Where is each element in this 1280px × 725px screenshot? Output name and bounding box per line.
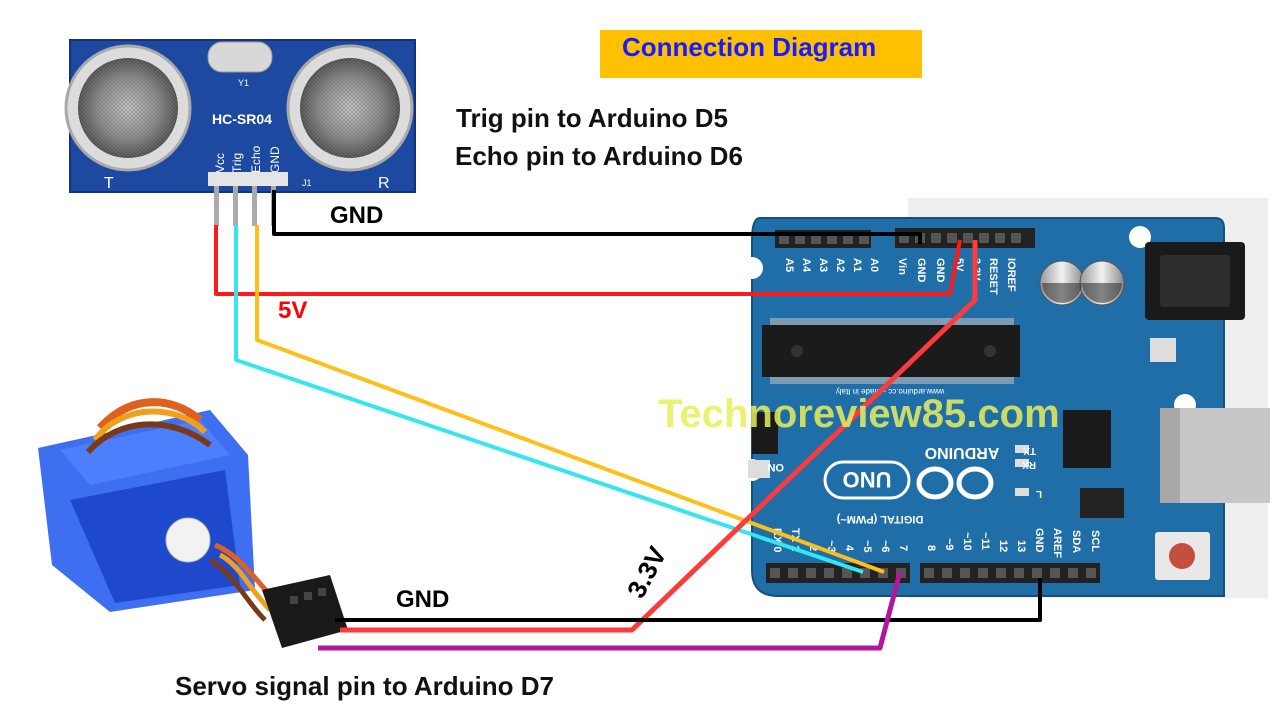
sensor-pin-label-gnd: GND [268, 146, 282, 173]
infinity-right-icon [956, 466, 994, 500]
arduino-brand-label: ARDUINO [925, 444, 1000, 461]
pin-label-reset: RESET [987, 258, 999, 295]
sensor-pin-label-vcc: Vcc [213, 153, 227, 173]
note-trig: Trig pin to Arduino D5 [456, 103, 729, 133]
header-label: J1 [302, 178, 312, 188]
infinity-left-icon [916, 466, 954, 500]
pin-label-11: ~11 [979, 532, 991, 550]
digital-pwm-label: DIGITAL (PWM~) [836, 513, 923, 525]
pin-label-10: ~10 [961, 532, 973, 551]
pin-label-a0: A0 [868, 258, 880, 272]
hc-sr04-sensor: Y1 HC-SR04 Vcc Trig Echo GND J1 T R [64, 39, 416, 226]
crystal-icon [207, 41, 273, 73]
watermark: Technoreview85.com [658, 392, 1060, 436]
arduino-logo: UNO ARDUINO [823, 444, 1000, 500]
led-rx [1015, 459, 1029, 467]
sensor-model-label: HC-SR04 [212, 111, 272, 127]
pin-label-a3: A3 [817, 258, 829, 272]
made-in-label: www.arduino.cc - Made in Italy [836, 387, 946, 396]
mount-hole [1129, 226, 1151, 248]
pin-label-aref: AREF [1051, 528, 1063, 558]
led-label-l: L [1036, 488, 1042, 499]
pin-label-13: 13 [1015, 540, 1027, 552]
mount-hole [741, 257, 763, 279]
servo-motor [38, 398, 348, 648]
pin-label-2: 2 [807, 545, 819, 551]
note-echo: Echo pin to Arduino D6 [455, 141, 743, 171]
pin-label-7: 7 [897, 545, 909, 551]
top-pin-labels: A5 A4 A3 A2 A1 A0 Vin GND GND 5V 3.3V RE… [783, 258, 1017, 295]
regulator-icon [1150, 338, 1176, 362]
sensor-pin-label-echo: Echo [249, 145, 263, 173]
wire-label-gnd-top: GND [330, 202, 384, 229]
pin-label-5: ~5 [861, 540, 873, 553]
wire-5v [214, 225, 962, 296]
wire-gnd-sensor [272, 190, 922, 244]
pin-label-ioref: IOREF [1005, 258, 1017, 292]
usb-chip [1063, 410, 1111, 468]
servo-connector-icon [262, 575, 348, 648]
page-title: Connection Diagram [622, 32, 877, 62]
wire-label-gnd-bottom: GND [396, 586, 450, 613]
atmega-chip [762, 325, 1020, 377]
crystal-label: Y1 [238, 78, 249, 88]
pin-label-12: 12 [997, 540, 1009, 552]
wire-echo [255, 225, 885, 574]
pin-label-a5: A5 [783, 258, 795, 272]
pin-label-gnd2: GND [915, 258, 927, 283]
pin-label-4: 4 [843, 545, 855, 552]
reset-button-icon [1169, 543, 1195, 569]
icsp-header [1080, 488, 1124, 518]
pin-label-gnd1: GND [934, 258, 946, 283]
led-label-tx: TX [1023, 445, 1036, 456]
title-banner [600, 30, 922, 78]
sensor-pin-label-trig: Trig [230, 153, 244, 173]
small-header [752, 412, 778, 454]
pin-label-a2: A2 [834, 258, 846, 272]
pin-label-9: ~9 [943, 538, 955, 551]
pin-label-sda: SDA [1070, 530, 1082, 553]
wire-3v3 [340, 240, 978, 633]
uno-label: UNO [843, 467, 892, 492]
pin-label-gnd3: GND [1033, 528, 1045, 553]
sensor-r-label: R [378, 175, 390, 192]
led-l [1015, 488, 1029, 496]
led-label-rx: RX [1022, 459, 1036, 470]
pin-label-6: ~6 [879, 540, 891, 553]
digital-header-low [766, 563, 910, 583]
wire-signal [318, 571, 903, 651]
pin-label-scl: SCL [1089, 530, 1101, 552]
pin-label-vin: Vin [896, 258, 908, 275]
pin-label-a4: A4 [800, 258, 812, 273]
sensor-t-label: T [104, 175, 114, 192]
wire-label-3v3: 3.3V [621, 541, 673, 603]
servo-horn-icon [165, 517, 211, 563]
wire-trig [234, 225, 864, 574]
wire-gnd-servo [335, 578, 1042, 622]
wires [214, 190, 1042, 651]
pin-label-8: 8 [925, 545, 937, 551]
on-led-label: ON [767, 461, 784, 473]
note-servo: Servo signal pin to Arduino D7 [175, 671, 554, 701]
sensor-header [208, 172, 288, 186]
pin-label-a1: A1 [851, 258, 863, 272]
led-tx [1015, 445, 1029, 453]
wire-label-5v: 5V [278, 297, 308, 324]
